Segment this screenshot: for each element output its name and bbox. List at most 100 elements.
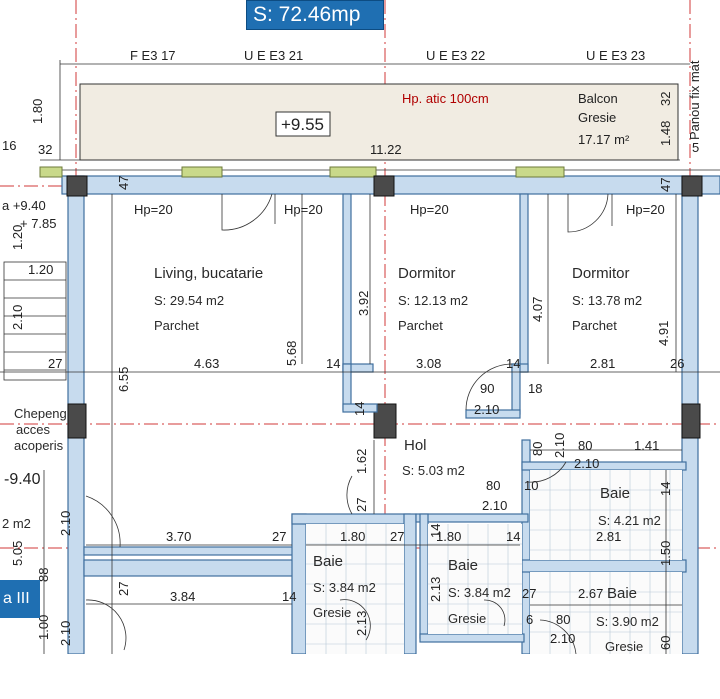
total-area-text: S: 72.46mp (253, 3, 361, 26)
axis-label: U E E3 23 (586, 48, 645, 63)
elevation-label: a +9.40 (2, 198, 46, 213)
axis-label: U E E3 21 (244, 48, 303, 63)
column (373, 175, 395, 197)
dim-label: 1.41 (634, 438, 659, 453)
dim-label: 6 (526, 612, 533, 627)
dim-label: 14 (326, 356, 340, 371)
dim-label: 3.70 (166, 529, 191, 544)
axis-label: F E3 17 (130, 48, 176, 63)
room-area: S: 3.90 m2 (596, 614, 659, 629)
dim-label: 14 (506, 529, 520, 544)
panou-label: Panou fix mat (687, 60, 702, 140)
dim-label: 18 (528, 381, 542, 396)
dim-label: 80 (578, 438, 592, 453)
dim-label: 2.81 (590, 356, 615, 371)
column (681, 403, 701, 439)
dim-label: 1.20 (28, 262, 53, 277)
room-name: Dormitor (572, 265, 630, 282)
hp-label: Hp=20 (134, 202, 173, 217)
dim-label: 1.80 (340, 529, 365, 544)
balcony-area (40, 83, 720, 171)
hp-label: Hp=20 (284, 202, 323, 217)
dim-label: 27 (48, 356, 62, 371)
dim-label: 1.00 (36, 615, 51, 640)
dim-label: 27 (272, 529, 286, 544)
room-area: S: 5.03 m2 (402, 463, 465, 478)
dim-label: 1.62 (354, 449, 369, 474)
dim-label: 4.91 (656, 321, 671, 346)
window-3 (515, 166, 565, 178)
dim-label: 1.80 (30, 99, 45, 124)
level-badge-text: a III (3, 590, 30, 607)
room-name: Hol (404, 437, 427, 454)
column (67, 403, 87, 439)
window-4 (39, 166, 63, 178)
dim-label: 2.13 (354, 611, 369, 636)
dim-label: 27 (390, 529, 404, 544)
dim-label: 27 (522, 586, 536, 601)
dim-label: 2.10 (474, 402, 499, 417)
room-name: Living, bucatarie (154, 265, 263, 282)
room-area: S: 3.84 m2 (313, 580, 376, 595)
dim-label: 14 (506, 356, 520, 371)
dim-label: 32 (658, 92, 673, 106)
dim-label: 80 (486, 478, 500, 493)
dim-label: 5.68 (284, 341, 299, 366)
dim-label: 27 (116, 582, 131, 596)
dim-label: 90 (480, 381, 494, 396)
dim-label: 6.55 (116, 367, 131, 392)
dim-label: 2.10 (574, 456, 599, 471)
room-area: S: 4.21 m2 (598, 513, 661, 528)
dim-label: 3.08 (416, 356, 441, 371)
room-finish: Parchet (572, 318, 617, 333)
dim-label: 14 (352, 402, 367, 416)
window-2 (329, 166, 377, 178)
dim-label: 2.81 (596, 529, 621, 544)
dim-label: 2.10 (58, 621, 73, 646)
room-finish: Gresie (313, 605, 351, 620)
chepeng-label: Chepeng (14, 406, 67, 421)
room-area: S: 12.13 m2 (398, 293, 468, 308)
room-finish: Parchet (154, 318, 199, 333)
bottom-margin (0, 654, 720, 699)
total-area-badge: S: 72.46mp (246, 0, 384, 30)
dim-label: 2.10 (10, 305, 25, 330)
room-area: S: 29.54 m2 (154, 293, 224, 308)
room-finish: Gresie (448, 611, 486, 626)
column (373, 403, 397, 439)
column (681, 175, 703, 197)
level-badge: a III (0, 580, 40, 618)
hp-label: Hp=20 (410, 202, 449, 217)
balcony-parapet: Hp. atic 100cm (402, 91, 489, 106)
room-area: S: 3.84 m2 (448, 585, 511, 600)
chepeng-label: acces (16, 422, 50, 437)
axis-label: U E E3 22 (426, 48, 485, 63)
room-finish: Parchet (398, 318, 443, 333)
dimension-lines (0, 194, 720, 654)
dim-label: 27 (354, 498, 369, 512)
dim-label: 3.92 (356, 291, 371, 316)
dim-label: 4.63 (194, 356, 219, 371)
dim-label: 80 (530, 442, 545, 456)
balcony-finish: Gresie (578, 110, 616, 125)
column (66, 175, 88, 197)
dim-label: 2.10 (552, 433, 567, 458)
dim-label: 1.20 (10, 225, 25, 250)
dim-label: 4.07 (530, 297, 545, 322)
balcony-name: Balcon (578, 91, 618, 106)
dim-label: 1.50 (658, 541, 673, 566)
hp-label: Hp=20 (626, 202, 665, 217)
dim-label: 26 (670, 356, 684, 371)
dim-label: 1.80 (436, 529, 461, 544)
dim-label: 10 (524, 478, 538, 493)
stairs (3, 261, 67, 381)
balcony-elevation: +9.55 (281, 115, 324, 134)
room-name: Baie (607, 585, 637, 602)
dim-label: 14 (428, 524, 443, 538)
dim-label: 32 (38, 142, 52, 157)
window-1 (181, 166, 223, 178)
dim-label: 2.13 (428, 577, 443, 602)
room-name: Baie (313, 553, 343, 570)
dim-label: 47 (116, 176, 131, 190)
